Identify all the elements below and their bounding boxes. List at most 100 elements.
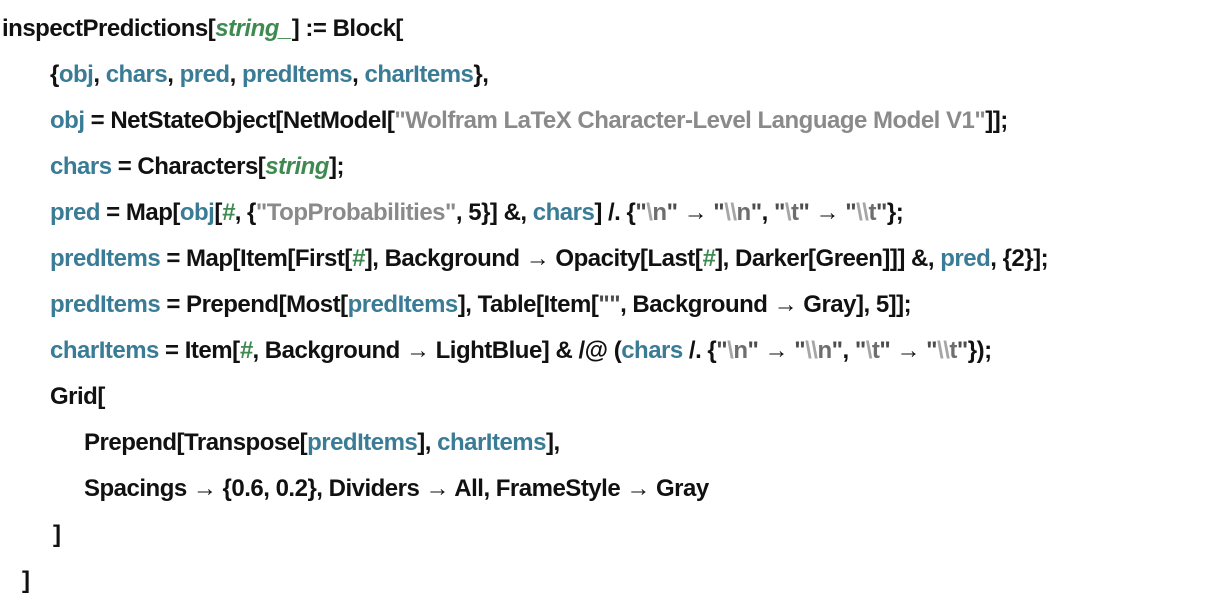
code-text: = Characters[ [111, 153, 266, 180]
code-text: = Map[Item[First[ [160, 245, 352, 272]
local-variable: charItems [50, 337, 159, 364]
string-quote: " [794, 337, 806, 364]
string-backslash: \\ [724, 199, 737, 226]
local-variable: chars [105, 61, 168, 88]
string-quote: " [854, 337, 866, 364]
code-text: , [761, 199, 774, 226]
local-variable: predItems [241, 61, 353, 88]
code-text: ], Darker[Green]]] &, [715, 245, 941, 272]
code-text: ] /. { [594, 199, 636, 226]
code-line-8: charItems = Item[#, Background → LightBl… [0, 328, 1222, 374]
code-line-2: {obj, chars, pred, predItems, charItems}… [0, 52, 1222, 98]
string-escape-char: n [652, 199, 667, 226]
code-text: , {2}]; [990, 245, 1049, 272]
code-text: = Map[ [100, 199, 180, 226]
slot: # [702, 245, 716, 272]
code-text: }; [886, 199, 904, 226]
string-quote: " [875, 199, 887, 226]
code-text: ]]; [985, 107, 1008, 134]
code-text: → [677, 199, 714, 226]
string-escape-char: n [733, 337, 748, 364]
string-quote: "" [598, 291, 621, 318]
string-backslash: \ [727, 337, 734, 364]
code-text: , [229, 61, 242, 88]
code-text: }, [473, 61, 489, 88]
string-quote: " [845, 199, 857, 226]
string-escape-char: n [736, 199, 752, 226]
string-backslash: \ [646, 199, 653, 226]
string-escape-char: t [868, 199, 876, 226]
string-quote: " [831, 337, 843, 364]
code-line-10: Prepend[Transpose[predItems], charItems]… [0, 420, 1222, 466]
string-quote: " [747, 337, 759, 364]
code-text: , { [234, 199, 257, 226]
string-quote: " [956, 337, 968, 364]
local-variable: chars [532, 199, 595, 226]
local-variable: chars [621, 337, 683, 364]
local-variable: predItems [50, 291, 161, 318]
string-quote: " [773, 199, 785, 226]
string-quote: " [926, 337, 938, 364]
local-variable: obj [179, 199, 215, 226]
code-line-4: chars = Characters[string]; [0, 144, 1222, 190]
code-text: , [93, 61, 106, 88]
code-text: { [50, 61, 59, 88]
code-text: → [890, 337, 927, 364]
code-line-9: Grid[ [0, 374, 1222, 420]
string-backslash: \\ [805, 337, 818, 364]
code-text: → [758, 337, 795, 364]
code-line-5: pred = Map[obj[#, {"TopProbabilities", 5… [0, 190, 1222, 236]
string-quote: " [798, 199, 810, 226]
code-text: ], [417, 429, 438, 456]
code-text: ] [53, 521, 61, 548]
string-quote: " [635, 199, 647, 226]
local-variable: predItems [307, 429, 418, 456]
pattern-name: string_ [215, 15, 292, 42]
local-variable: pred [50, 199, 101, 226]
code-line-13: ] [0, 558, 1222, 604]
code-text: Spacings → {0.6, 0.2}, Dividers → All, F… [84, 475, 709, 502]
string-backslash: \\ [937, 337, 950, 364]
local-variable: chars [50, 153, 112, 180]
code-text: = Item[ [158, 337, 240, 364]
string-literal: "TopProbabilities" [255, 199, 457, 226]
string-backslash: \\ [856, 199, 869, 226]
code-line-1: inspectPredictions[string_] := Block[ [0, 6, 1222, 52]
string-backslash: \ [784, 199, 792, 226]
string-quote: " [879, 337, 891, 364]
code-text: ], [545, 429, 560, 456]
code-text: , Background → LightBlue] & /@ ( [252, 337, 622, 364]
code-text: , [352, 61, 365, 88]
local-variable: charItems [364, 61, 474, 88]
string-escape-char: t [871, 337, 880, 364]
local-variable: pred [179, 61, 231, 88]
code-text: ], Table[Item[ [457, 291, 599, 318]
code-text: ] := Block[ [291, 15, 404, 42]
code-line-6: predItems = Map[Item[First[#], Backgroun… [0, 236, 1222, 282]
string-escape-char: t [949, 337, 957, 364]
code-line-3: obj = NetStateObject[NetModel["Wolfram L… [0, 98, 1222, 144]
string-literal: "Wolfram LaTeX Character-Level Language … [394, 107, 986, 134]
code-text: inspectPredictions[ [2, 15, 216, 42]
slot: # [351, 245, 365, 272]
code-text: ], Background → Opacity[Last[ [364, 245, 703, 272]
code-text: [ [214, 199, 222, 226]
code-text: ] [22, 567, 30, 594]
code-text: Prepend[Transpose[ [84, 429, 308, 456]
slot: # [239, 337, 253, 364]
code-text: Grid[ [50, 383, 105, 410]
code-line-12: ] [0, 512, 1222, 558]
code-line-7: predItems = Prepend[Most[predItems], Tab… [0, 282, 1222, 328]
code-text: , [167, 61, 180, 88]
string-escape-char: n [817, 337, 832, 364]
local-variable: pred [940, 245, 991, 272]
pattern-name: string [265, 153, 329, 180]
string-escape-char: t [791, 199, 799, 226]
code-text: ]; [328, 153, 344, 180]
local-variable: obj [50, 107, 85, 134]
slot: # [221, 199, 235, 226]
local-variable: predItems [50, 245, 161, 272]
code-text: , [842, 337, 855, 364]
string-quote: " [716, 337, 728, 364]
